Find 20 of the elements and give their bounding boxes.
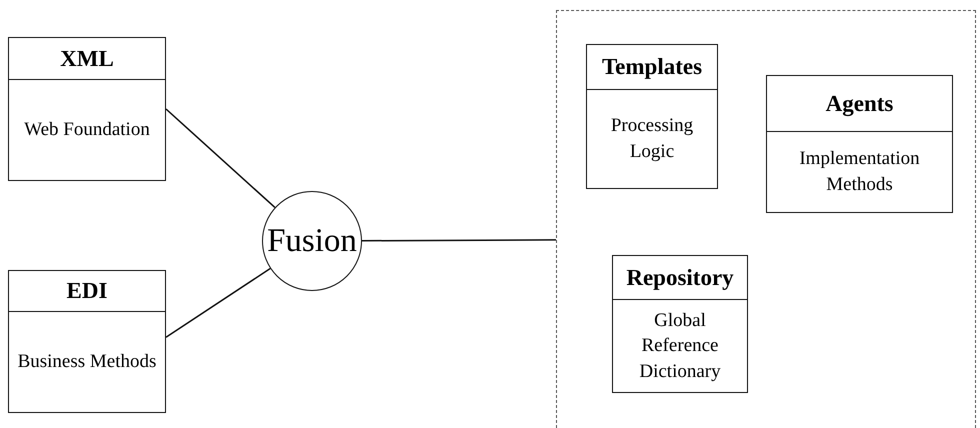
concept-box: [612, 255, 748, 393]
concept-box: [586, 44, 718, 189]
box-title: EDI: [9, 271, 165, 312]
box-title: Agents: [767, 76, 952, 132]
box-title: Templates: [587, 45, 717, 90]
box-description: Processing Logic: [610, 114, 694, 164]
box-description: Global Reference Dictionary: [638, 308, 722, 384]
concept-box: [8, 270, 166, 413]
group-panel: [556, 10, 976, 428]
connector-line: [166, 268, 271, 338]
connector-line: [166, 108, 276, 208]
connector-line: [362, 239, 556, 242]
concept-box: [766, 75, 953, 213]
concept-box: [8, 37, 166, 181]
box-description: Business Methods: [16, 350, 158, 374]
circle-label: Fusion: [267, 222, 357, 260]
box-description: Implementation Methods: [798, 147, 921, 197]
box-description: Web Foundation: [23, 118, 151, 142]
box-title: Repository: [613, 256, 747, 300]
box-title: XML: [9, 38, 165, 80]
